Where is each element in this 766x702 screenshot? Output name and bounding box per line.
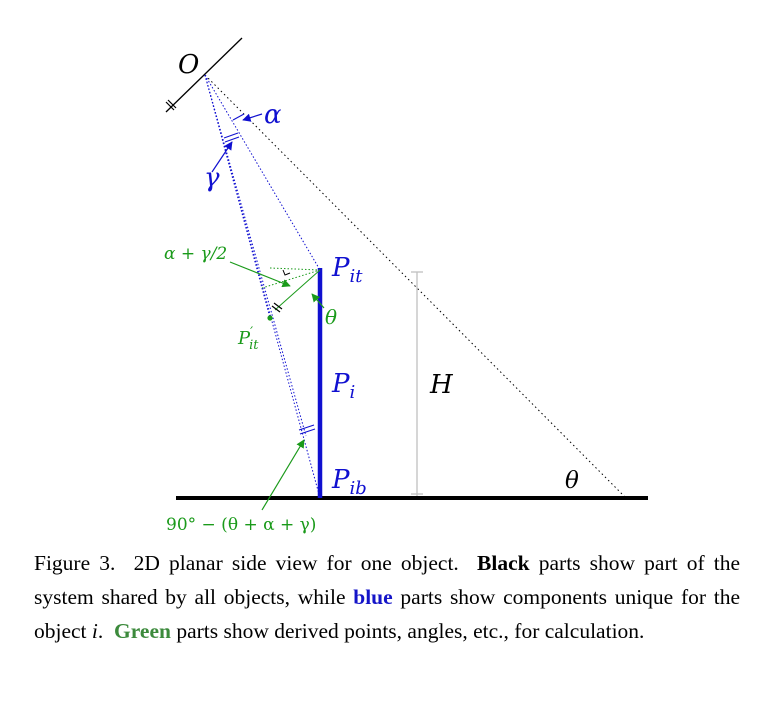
ray-to-p-it: [204, 74, 321, 271]
ray-optical-axis: [204, 74, 307, 437]
camera-plane-tick-1: [165, 101, 175, 111]
gamma-angle-mark-2: [224, 136, 240, 143]
alpha-arrow: [242, 113, 263, 122]
caption-black-word: Black: [477, 551, 530, 575]
p-it-prime-point: [267, 315, 273, 321]
caption-part2: parts show components unique for the obj…: [34, 585, 741, 643]
caption-object-var: i: [91, 619, 98, 643]
bottom-angle-arrow: [261, 439, 305, 511]
ray-to-p-it-prime: [204, 74, 271, 319]
alpha-gamma-half-arrow: [229, 261, 291, 288]
green-perpendicular-dotted: [269, 267, 321, 271]
planar-side-view-diagram: O α γ α + γ/2 θ θ H Pit Pi Pib P′it 90° …: [164, 37, 648, 535]
caption-green-word: Green: [114, 619, 171, 643]
green-perp-to-ray: [274, 269, 321, 311]
p-it-label: Pit: [331, 253, 363, 287]
caption-blue-word: blue: [353, 585, 393, 609]
caption-part2-end: .: [97, 619, 104, 643]
caption-part3: parts show derived points, angles, etc.,…: [176, 619, 645, 643]
theta-green-label: θ: [325, 305, 337, 329]
ray-to-p-ib: [204, 74, 321, 499]
bottom-angle-label: 90° − (θ + α + γ): [166, 515, 316, 535]
perp-tick-1: [271, 305, 281, 313]
horizon-ray: [204, 74, 627, 499]
alpha-angle-mark: [232, 113, 245, 121]
p-i-label: Pi: [331, 369, 355, 403]
bottom-angle-mark-1: [298, 424, 315, 431]
alpha-gamma-half-label: α + γ/2: [164, 244, 227, 264]
right-angle-mark: [282, 269, 291, 276]
camera-plane-tick-2: [167, 99, 177, 109]
caption-part1: parts show part of the system shared by …: [34, 551, 741, 609]
gamma-arrow: [211, 141, 233, 173]
caption-intro: 2D planar side view for one object.: [133, 551, 459, 575]
camera-plane-line: [165, 37, 243, 113]
origin-label: O: [178, 50, 199, 80]
theta-ground-label: θ: [565, 468, 579, 494]
gamma-label: γ: [204, 163, 220, 193]
bottom-angle-mark-2: [299, 428, 316, 435]
theta-green-arrow: [311, 293, 325, 309]
figure-label: Figure 3.: [34, 551, 116, 575]
perp-tick-2: [273, 302, 283, 310]
figure-caption: Figure 3. 2D planar side view for one ob…: [34, 546, 740, 648]
height-label: H: [429, 370, 454, 400]
alpha-label: α: [264, 100, 282, 130]
p-it-prime-label: P′it: [237, 325, 259, 353]
gamma-angle-mark-1: [223, 132, 239, 139]
green-horizontal-dotted: [261, 269, 321, 289]
p-ib-label: Pib: [331, 465, 367, 499]
